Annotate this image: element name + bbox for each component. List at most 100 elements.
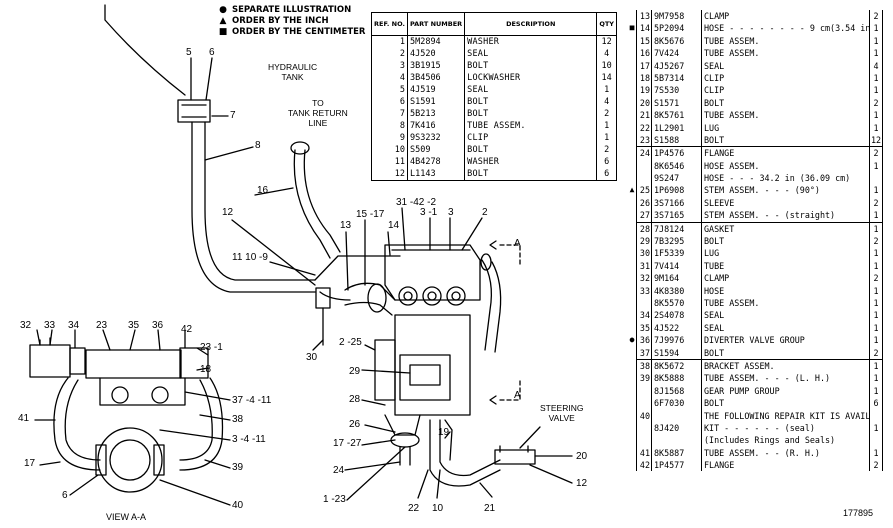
cell-ref: 10 bbox=[371, 144, 408, 156]
cell-part-number: 9S3232 bbox=[406, 132, 466, 144]
cell-description: HOSE - - - - - - - - 9 cm(3.54 in.) bbox=[704, 22, 870, 35]
cell-description: FLANGE bbox=[702, 147, 870, 160]
cell-description: GASKET bbox=[702, 222, 870, 236]
callout-2-25: 2 -25 bbox=[339, 337, 362, 348]
cell-qty: 1 bbox=[873, 223, 879, 234]
callout-28: 28 bbox=[349, 394, 361, 405]
cell-ref: 41 bbox=[637, 446, 652, 460]
cell-qty: 1 bbox=[873, 48, 879, 59]
cell-part-number: S1571 bbox=[652, 96, 702, 110]
cell-ref: 35 bbox=[637, 321, 652, 335]
callout-33: 33 bbox=[44, 320, 56, 331]
cell-qty: 1 bbox=[873, 210, 879, 221]
cell-qty: 1 bbox=[873, 72, 879, 83]
cell-qty: 1 bbox=[873, 285, 879, 296]
cell-description: CLIP bbox=[702, 71, 870, 85]
cell-ref: 33 bbox=[637, 284, 652, 297]
cell-description: BOLT bbox=[464, 108, 598, 120]
note-line: TO bbox=[312, 98, 324, 108]
cell-ref bbox=[637, 397, 652, 410]
legend-item: ▲ORDER BY THE INCH bbox=[218, 16, 365, 27]
cell-description: WASHER bbox=[464, 156, 598, 168]
cell-qty: 1 bbox=[873, 360, 879, 371]
callout-36: 36 bbox=[152, 320, 164, 331]
callout-32: 32 bbox=[20, 320, 32, 331]
table-row: 9S247 HOSE - - - 34.2 in (36.09 cm) bbox=[637, 172, 882, 185]
cell-part-number: S1594 bbox=[652, 346, 702, 359]
callout-15-17: 15 -17 bbox=[356, 209, 385, 220]
cell-ref: 7 bbox=[371, 108, 408, 120]
cell-description: CLAMP bbox=[702, 10, 870, 23]
cell-description: SEAL bbox=[702, 309, 870, 322]
callout-24: 24 bbox=[333, 465, 345, 476]
cell-part-number: 8J1568 bbox=[652, 384, 702, 398]
callout-23: 23 bbox=[96, 320, 108, 331]
cell-qty: 1 bbox=[873, 160, 879, 171]
cell-description: SEAL bbox=[464, 84, 598, 96]
tank-return-note: TO TANK RETURN LINE bbox=[288, 98, 348, 128]
hydraulic-tank-note: HYDRAULIC TANK bbox=[268, 62, 317, 82]
cell-ref: 3 bbox=[371, 60, 408, 72]
cell-ref: 27 bbox=[637, 209, 652, 222]
cell-part-number: 1P6908 bbox=[652, 184, 702, 197]
callout-19: 19 bbox=[438, 427, 450, 438]
cell-ref: 26 bbox=[637, 196, 652, 210]
cell-description: BOLT bbox=[702, 235, 870, 248]
cell-ref: 11 bbox=[371, 156, 408, 168]
cell-ref bbox=[637, 384, 652, 398]
square-marker-icon: ■ bbox=[629, 23, 635, 33]
cell-part-number: 1L2901 bbox=[652, 121, 702, 134]
cell-part-number: 3B1915 bbox=[406, 60, 466, 72]
callout-7: 7 bbox=[230, 110, 236, 121]
cell-ref bbox=[637, 159, 652, 173]
cell-qty: 1 bbox=[873, 385, 879, 396]
cell-part-number: 8K5888 bbox=[652, 372, 702, 385]
cell-description: HOSE bbox=[702, 284, 870, 297]
callout-31-42-2: 31 -42 -2 bbox=[396, 197, 437, 208]
steering-valve-note: STEERING VALVE bbox=[540, 403, 583, 423]
cell-qty bbox=[870, 172, 882, 184]
legend-text: SEPARATE ILLUSTRATION bbox=[232, 5, 352, 15]
callout-40: 40 bbox=[232, 500, 244, 511]
cell-qty: 4 bbox=[596, 96, 617, 108]
figure-number: 177895 bbox=[843, 508, 874, 518]
callout-17-lower: 17 bbox=[24, 458, 36, 469]
callout-35: 35 bbox=[128, 320, 140, 331]
view-label: VIEW A-A bbox=[106, 512, 147, 522]
cell-qty: 12 bbox=[596, 35, 617, 48]
cell-qty: 10 bbox=[596, 60, 617, 72]
cell-description: TUBE ASSEM. - - (R. H.) bbox=[702, 446, 870, 460]
cell-qty: 1 bbox=[596, 84, 617, 96]
cell-ref: 42 bbox=[637, 459, 652, 472]
cell-ref: 1 bbox=[371, 35, 408, 48]
table-header-row: REF. NO. PART NUMBER DESCRIPTION QTY bbox=[371, 12, 617, 36]
cell-ref: 31 bbox=[637, 259, 652, 273]
cell-part-number: 8K5672 bbox=[652, 359, 702, 373]
cell-qty: 1 bbox=[596, 120, 617, 132]
cell-description: SEAL bbox=[702, 59, 870, 72]
circle-marker-icon: ● bbox=[219, 5, 227, 15]
cell-ref: 17 bbox=[637, 59, 652, 72]
cell-description: TUBE ASSEM. - - - (L. H.) bbox=[702, 372, 870, 385]
cell-ref: 19 bbox=[637, 84, 652, 97]
cell-part-number: 4J520 bbox=[406, 48, 466, 60]
cell-description: STEM ASSEM. - - (straight) bbox=[702, 209, 870, 222]
callout-3-1: 3 -1 bbox=[420, 207, 438, 218]
cell-qty: 2 bbox=[873, 273, 879, 284]
cell-description: TUBE ASSEM. bbox=[702, 34, 870, 48]
